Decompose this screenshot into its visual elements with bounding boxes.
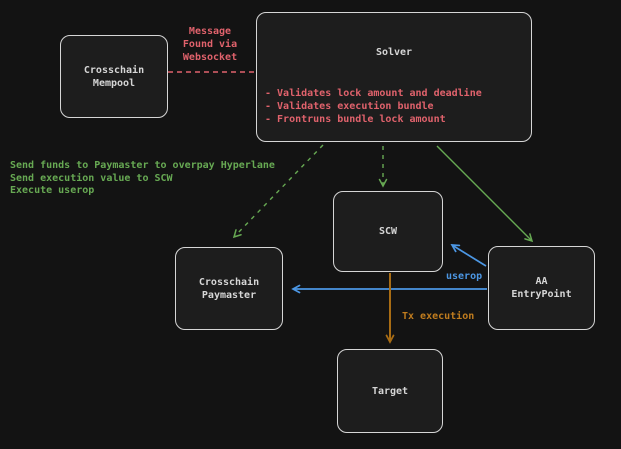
label-line: Found via xyxy=(182,39,238,50)
node-label-line: Crosschain xyxy=(198,276,260,288)
node-aa-entrypoint: AA EntryPoint xyxy=(488,246,595,330)
label-message-found-via-websocket: Message Found via Websocket xyxy=(165,25,255,64)
solver-bullet: - Frontruns bundle lock amount xyxy=(265,114,446,125)
label-line: Send execution value to SCW xyxy=(10,172,173,184)
node-scw: SCW xyxy=(333,191,443,272)
node-crosschain-mempool: Crosschain Mempool xyxy=(60,35,168,118)
arrow-solver-entrypoint xyxy=(436,145,534,243)
node-label-line: SCW xyxy=(378,226,398,237)
node-label-line: Crosschain xyxy=(83,64,145,76)
label-line: Execute userop xyxy=(10,185,95,196)
label-line: Message xyxy=(188,26,232,37)
node-solver: Solver - Validates lock amount and deadl… xyxy=(256,12,532,142)
solver-bullet-list: - Validates lock amount and deadline - V… xyxy=(265,87,482,126)
label-userop: userop xyxy=(446,271,483,282)
node-crosschain-paymaster: Crosschain Paymaster xyxy=(175,247,283,330)
solver-bullet: - Validates lock amount and deadline xyxy=(265,88,482,99)
label-solver-actions: Send funds to Paymaster to overpay Hyper… xyxy=(10,160,275,198)
label-tx-execution: Tx execution xyxy=(402,311,475,322)
node-label-line: Mempool xyxy=(92,77,136,89)
arrow-solver-paymaster-dashed xyxy=(232,144,324,239)
node-label-line: Paymaster xyxy=(201,289,257,301)
arrow-entrypoint-scw-userop xyxy=(450,244,487,267)
solver-bullet: - Validates execution bundle xyxy=(265,101,434,112)
node-label-line: Target xyxy=(371,385,409,397)
label-line: Websocket xyxy=(182,52,238,63)
label-line: Send funds to Paymaster to overpay Hyper… xyxy=(10,160,275,171)
node-label-line: AA xyxy=(535,276,548,287)
node-target: Target xyxy=(337,349,443,433)
solver-title: Solver xyxy=(375,47,413,58)
node-label-line: EntryPoint xyxy=(511,289,572,300)
